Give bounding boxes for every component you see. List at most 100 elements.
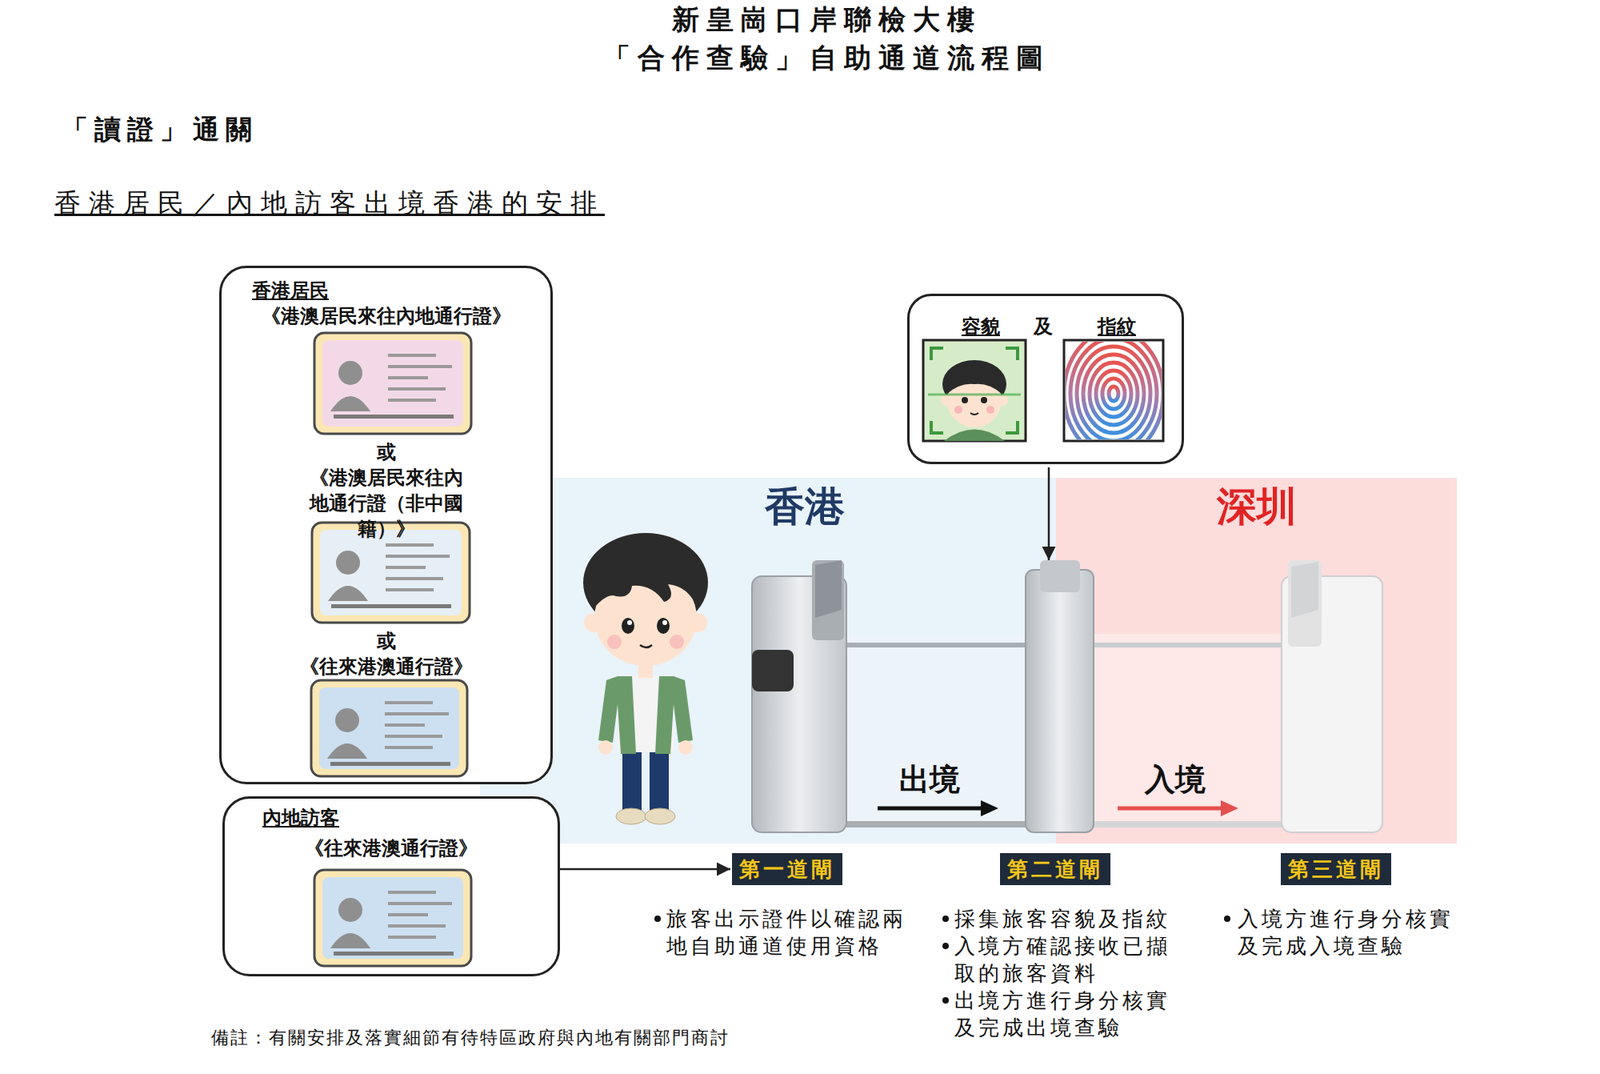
text-slot: 《往來港澳通行證》 xyxy=(304,835,478,861)
permit-card xyxy=(330,353,454,419)
node-text: 《往來港澳通行證》 xyxy=(300,653,473,680)
fingerprint-icon xyxy=(1065,341,1162,440)
gate-one xyxy=(812,560,844,640)
box-ground xyxy=(907,293,1184,464)
node-text: 香港 xyxy=(764,482,845,531)
face-scan-icon xyxy=(923,340,1026,441)
traveller-figure xyxy=(655,676,693,754)
label-slot: 備註：有關安排及落實細節有待特區政府與內地有關部門商討 xyxy=(211,1025,730,1050)
face-scan-icon xyxy=(931,348,1018,433)
text-slot: 香港 xyxy=(764,482,845,531)
box-ground xyxy=(222,796,560,976)
label-slot: 採集旅客容貌及指紋 xyxy=(954,904,1185,932)
connector-arrow xyxy=(560,868,731,871)
permit-card xyxy=(330,890,454,956)
text-slot: 容貌 xyxy=(961,313,1000,340)
traveller-figure xyxy=(622,748,642,811)
permit-card xyxy=(327,700,451,766)
gate-rail xyxy=(1093,642,1282,648)
title-slot: 新皇崗口岸聯檢大樓 「合作查驗」自助通道流程圖 xyxy=(578,0,1075,77)
fingerprint-icon xyxy=(1076,346,1151,440)
gate-one xyxy=(815,560,842,618)
gate-rail xyxy=(1093,820,1282,828)
leader-arrow xyxy=(1048,467,1051,560)
traveller-figure xyxy=(640,644,652,648)
box-ground xyxy=(219,265,1184,976)
node-text: 或 xyxy=(376,628,396,654)
permit-card xyxy=(322,876,464,959)
fingerprint-icon xyxy=(1065,341,1162,440)
face-scan-icon xyxy=(944,429,1005,442)
traveller-figure xyxy=(656,617,670,634)
gate-rail xyxy=(846,633,1026,823)
traveller-figure xyxy=(607,634,622,649)
text-slot: 或 xyxy=(376,439,396,465)
fingerprint-icon xyxy=(1096,370,1132,417)
traveller-figure xyxy=(598,740,613,755)
node-text: 香港居民 xyxy=(252,277,329,304)
text-slot: 深圳 xyxy=(1216,482,1297,531)
node-text: 深圳 xyxy=(1216,482,1297,531)
permit-card xyxy=(311,680,468,776)
permit-card xyxy=(320,529,462,616)
exit-arrow xyxy=(877,800,999,816)
face-scan-icon xyxy=(980,396,988,404)
gate-label: 第一道閘 xyxy=(732,852,843,885)
fingerprint-icon xyxy=(1102,378,1125,409)
gate-one xyxy=(752,560,847,832)
face-scan-icon xyxy=(970,412,979,415)
traveller-figure xyxy=(649,748,669,811)
gate-rail xyxy=(846,820,1026,828)
step-note: 出境方進行身分核實及完成出境查驗 xyxy=(954,986,1185,1041)
label-slot: 入境 xyxy=(1144,760,1206,799)
resident-group-box: 香港居民《港澳居民來往內地通行證》或《港澳居民來往內地通行證（非中國籍）》或《往… xyxy=(219,265,553,784)
permit-card xyxy=(319,687,460,769)
footnote: 備註：有關安排及落實細節有待特區政府與內地有關部門商討 xyxy=(211,1025,730,1050)
text-slot: 《港澳居民來往內地通行證》 xyxy=(261,303,512,329)
gate-label: 第二道閘 xyxy=(1000,852,1111,885)
permit-card xyxy=(328,543,452,608)
region-ground xyxy=(480,477,1056,844)
bullet-dot xyxy=(942,915,949,922)
traveller-figure xyxy=(593,553,698,608)
bullet-dot xyxy=(1224,915,1231,922)
step-note: 入境方確認接收已擷取的旅客資料 xyxy=(954,932,1185,987)
traveller-figure xyxy=(616,808,647,824)
permit-card xyxy=(322,340,464,427)
text-slot: 《往來港澳通行證》 xyxy=(300,653,473,680)
direction-label: 入境 xyxy=(1144,760,1206,799)
section-heading: 「讀證」通關 xyxy=(61,112,259,148)
text-slot: 指紋 xyxy=(1097,313,1136,340)
sub-heading: 香港居民／內地訪客出境香港的安排 xyxy=(54,185,605,221)
text-slot: 《港澳居民來往內地通行證（非中國籍）》 xyxy=(305,464,468,542)
region-ground xyxy=(1056,477,1457,844)
text-slot: 香港居民 xyxy=(252,277,329,304)
label-slot: 「讀證」通關 xyxy=(61,112,259,148)
traveller-figure xyxy=(644,808,676,824)
permit-card xyxy=(311,680,468,776)
permit-card xyxy=(314,332,472,434)
label-slot: 香港居民／內地訪客出境香港的安排 xyxy=(54,185,605,221)
face-scan-icon xyxy=(954,405,963,414)
traveller-figure xyxy=(662,620,668,625)
exit-arrow xyxy=(980,800,999,816)
step-note: 旅客出示證件以確認兩地自助通道使用資格 xyxy=(666,904,921,960)
region-ground xyxy=(480,477,1457,844)
traveller-figure xyxy=(621,617,635,634)
page-title: 新皇崗口岸聯檢大樓 「合作查驗」自助通道流程圖 xyxy=(578,0,1075,77)
node-text: 《港澳居民來往內地通行證（非中國籍）》 xyxy=(305,464,468,542)
region-band: 深圳 xyxy=(1056,477,1457,844)
face-scan-icon xyxy=(986,405,995,414)
fingerprint-icon xyxy=(1108,386,1119,401)
text-slot: 及 xyxy=(1033,313,1053,340)
step-note: 入境方進行身分核實及完成入境查驗 xyxy=(1237,904,1468,960)
direction-label: 出境 xyxy=(899,760,960,799)
label-slot: 入境方進行身分核實及完成入境查驗 xyxy=(1237,904,1468,960)
face-scan-icon xyxy=(947,372,1002,394)
fingerprint-icon xyxy=(1070,341,1157,440)
gate-name: 第三道閘 xyxy=(1288,855,1384,883)
gate-three xyxy=(1291,561,1319,618)
label-slot: 入境方確認接收已擷取的旅客資料 xyxy=(954,932,1185,987)
bullet-dot xyxy=(942,942,949,949)
